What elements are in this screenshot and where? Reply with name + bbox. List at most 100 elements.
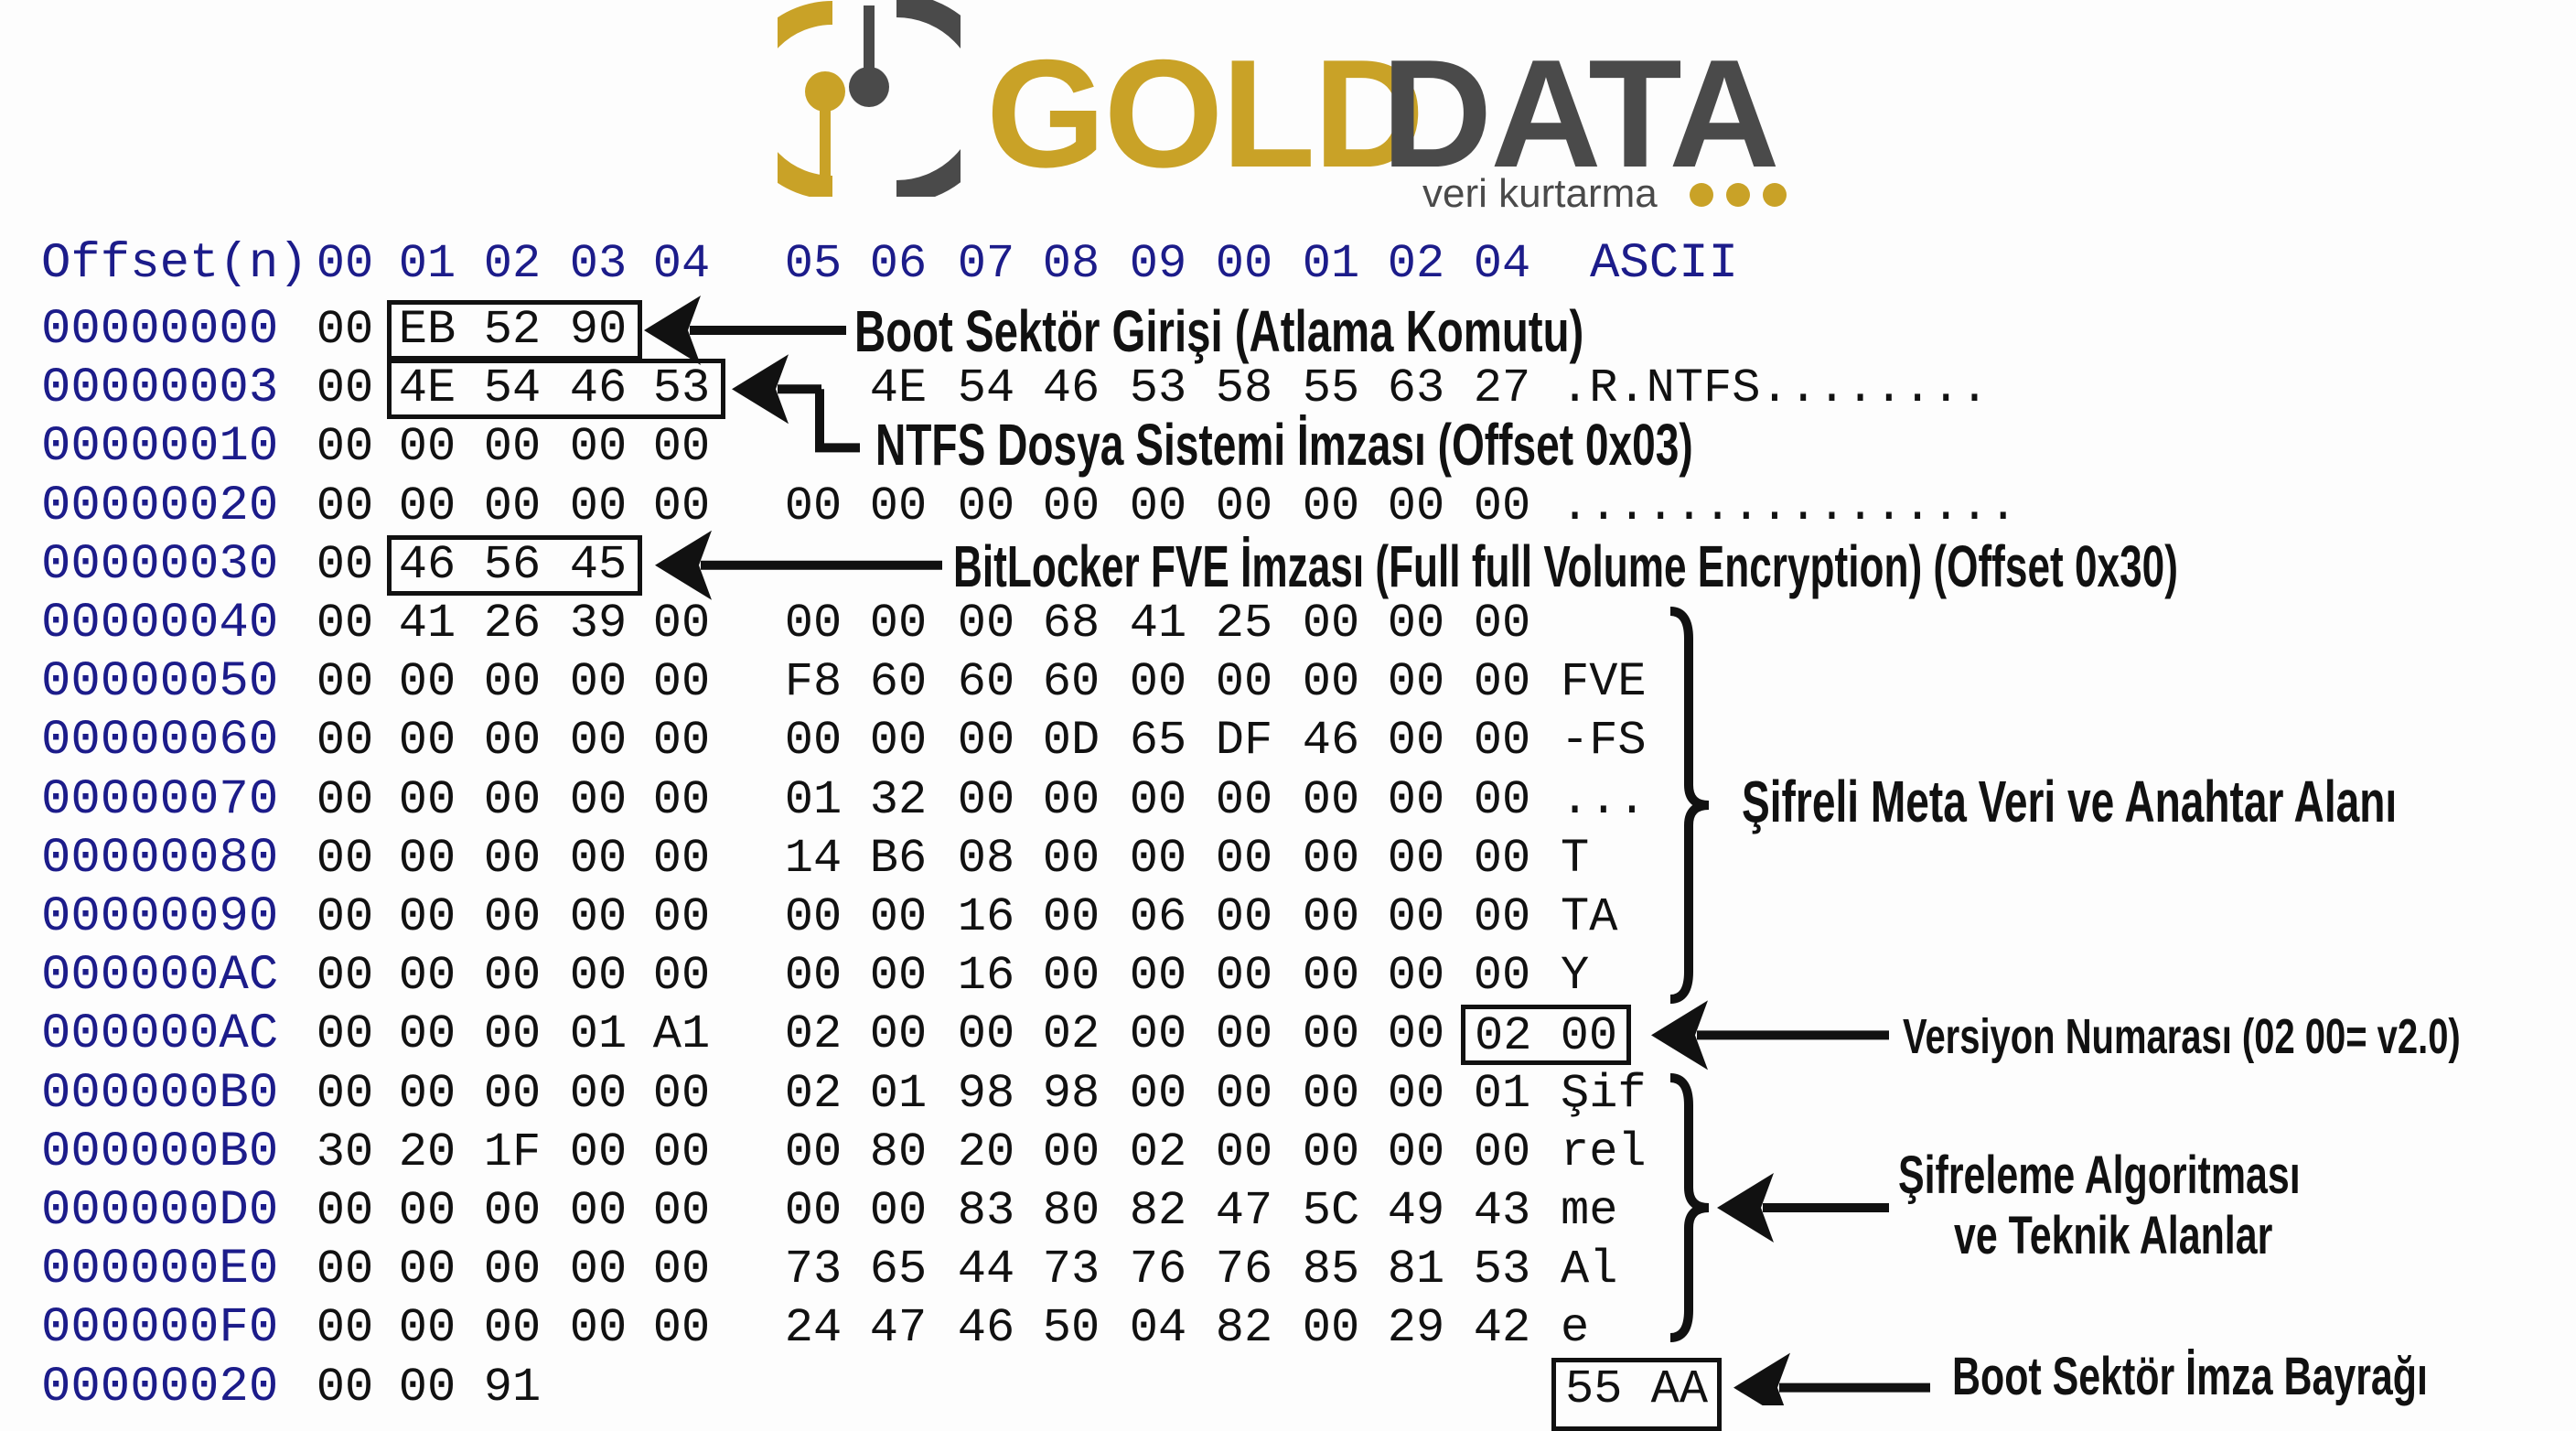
hex-byte: 04 bbox=[1129, 1301, 1187, 1356]
hex-byte: 82 bbox=[1129, 1184, 1187, 1238]
hex-byte: 43 bbox=[1473, 1184, 1531, 1238]
hex-byte: 00 bbox=[652, 831, 711, 886]
hex-byte: 98 bbox=[1042, 1066, 1100, 1121]
hex-byte: 60 bbox=[957, 655, 1015, 710]
highlight-box bbox=[387, 359, 725, 420]
hex-byte: 00 bbox=[1129, 772, 1187, 827]
hex-byte: 00 bbox=[398, 420, 456, 475]
hex-byte: 00 bbox=[1302, 1066, 1360, 1121]
hex-byte: 1F bbox=[483, 1124, 542, 1179]
curly-brace-icon bbox=[1669, 1073, 1710, 1342]
hex-byte: 00 bbox=[569, 1124, 628, 1179]
ascii-text: T bbox=[1561, 831, 1590, 886]
hex-byte: 00 bbox=[316, 1301, 374, 1356]
row-offset: 000000D0 bbox=[41, 1183, 279, 1239]
hex-byte: 00 bbox=[483, 1184, 542, 1238]
hex-byte: 50 bbox=[1042, 1301, 1100, 1356]
hex-byte: 00 bbox=[569, 949, 628, 1004]
hex-byte: 26 bbox=[483, 597, 542, 651]
hex-byte: 5C bbox=[1302, 1184, 1360, 1238]
arrow-head-icon bbox=[1717, 1173, 1774, 1243]
ascii-text: ................ bbox=[1561, 479, 2018, 533]
hex-byte: 00 bbox=[569, 479, 628, 533]
ascii-text: TA bbox=[1561, 890, 1618, 944]
curly-brace-icon bbox=[1669, 607, 1710, 1004]
hex-byte: 00 bbox=[1129, 655, 1187, 710]
hex-byte: 80 bbox=[1042, 1184, 1100, 1238]
row-offset: 00000020 bbox=[41, 478, 279, 534]
hex-byte: 02 bbox=[784, 1066, 843, 1121]
hex-byte: 24 bbox=[784, 1301, 843, 1356]
hex-byte: 00 bbox=[652, 597, 711, 651]
hex-byte: 00 bbox=[569, 831, 628, 886]
hex-byte: 00 bbox=[398, 772, 456, 827]
column-header: 02 bbox=[1387, 237, 1445, 291]
hex-byte: 73 bbox=[784, 1243, 843, 1297]
hex-byte: 46 bbox=[569, 361, 628, 416]
row-offset: 00000060 bbox=[41, 713, 279, 769]
hex-byte: 00 bbox=[652, 1243, 711, 1297]
hex-byte: 00 bbox=[1302, 831, 1360, 886]
hex-byte: 00 bbox=[316, 479, 374, 533]
hex-byte: 41 bbox=[398, 597, 456, 651]
hex-byte: 00 bbox=[869, 1007, 928, 1062]
hex-byte: 00 bbox=[869, 890, 928, 944]
column-header: 03 bbox=[569, 237, 628, 291]
annotation-algorithm-line1: Şifreleme Algoritması bbox=[1898, 1146, 2301, 1205]
hex-byte: 00 bbox=[1215, 1124, 1273, 1179]
hex-byte: 76 bbox=[1129, 1243, 1187, 1297]
hex-byte: 00 bbox=[1302, 597, 1360, 651]
hex-byte: 00 bbox=[483, 949, 542, 1004]
hex-byte: 00 bbox=[483, 1301, 542, 1356]
hex-byte: 00 bbox=[652, 1184, 711, 1238]
hex-byte: 00 bbox=[1387, 831, 1445, 886]
hex-byte: 00 bbox=[316, 1007, 374, 1062]
hex-byte: 60 bbox=[1042, 655, 1100, 710]
hex-byte: 0D bbox=[1042, 714, 1100, 769]
ascii-text: me bbox=[1561, 1184, 1618, 1238]
hex-byte: 65 bbox=[869, 1243, 928, 1297]
hex-byte: 00 bbox=[398, 1007, 456, 1062]
hex-byte: 06 bbox=[1129, 890, 1187, 944]
hex-byte: 27 bbox=[1473, 361, 1531, 416]
column-header: 01 bbox=[398, 237, 456, 291]
hex-byte: 60 bbox=[869, 655, 928, 710]
hex-byte: 00 bbox=[483, 772, 542, 827]
hex-byte: 00 bbox=[957, 714, 1015, 769]
hex-byte: 00 bbox=[1129, 479, 1187, 533]
hex-byte: 00 bbox=[483, 890, 542, 944]
hex-byte: 16 bbox=[957, 890, 1015, 944]
hex-byte: 00 bbox=[784, 479, 843, 533]
hex-byte: 00 bbox=[652, 479, 711, 533]
hex-byte: 00 bbox=[483, 655, 542, 710]
hex-byte: 65 bbox=[1129, 714, 1187, 769]
hex-byte: 01 bbox=[784, 772, 843, 827]
hex-byte: 00 bbox=[316, 303, 374, 357]
hex-byte: 00 bbox=[784, 597, 843, 651]
hex-byte: 00 bbox=[398, 655, 456, 710]
hex-byte: B6 bbox=[869, 831, 928, 886]
hex-byte: 00 bbox=[1042, 831, 1100, 886]
row-offset: 00000000 bbox=[41, 302, 279, 358]
logo-dots-icon bbox=[1690, 183, 1787, 207]
hex-byte: 00 bbox=[1042, 890, 1100, 944]
hex-byte: DF bbox=[1215, 714, 1273, 769]
hex-byte: 00 bbox=[316, 772, 374, 827]
hex-byte: 00 bbox=[1302, 949, 1360, 1004]
hex-byte: 00 bbox=[957, 597, 1015, 651]
hex-byte: 00 bbox=[569, 1066, 628, 1121]
hex-byte: 00 bbox=[398, 479, 456, 533]
hex-byte: 52 bbox=[483, 303, 542, 357]
hex-byte: 47 bbox=[869, 1301, 928, 1356]
column-header: 09 bbox=[1129, 237, 1187, 291]
hex-byte: 01 bbox=[1473, 1066, 1531, 1121]
hex-byte: 45 bbox=[569, 537, 628, 592]
hex-byte: 00 bbox=[316, 1243, 374, 1297]
column-header: 06 bbox=[869, 237, 928, 291]
hex-byte: 00 bbox=[316, 655, 374, 710]
logo: GOLD DATA veri kurtarma bbox=[778, 0, 1802, 220]
hex-byte: 00 bbox=[1215, 479, 1273, 533]
ascii-text: Al bbox=[1561, 1243, 1618, 1297]
hex-byte: 29 bbox=[1387, 1301, 1445, 1356]
ascii-column-header: ASCII bbox=[1590, 236, 1739, 292]
